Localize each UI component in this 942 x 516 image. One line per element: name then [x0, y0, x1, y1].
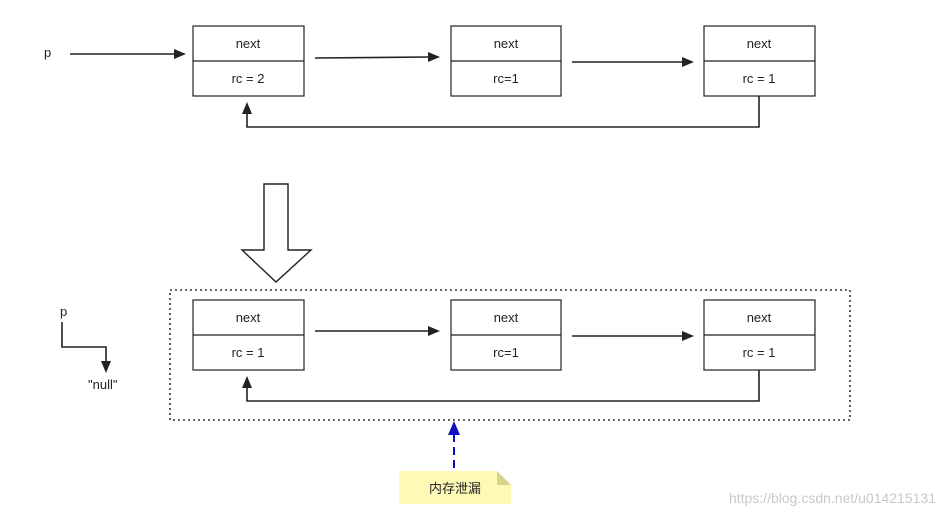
- next-arrow: [315, 326, 440, 336]
- before-node-3: next rc = 1: [703, 25, 816, 97]
- after-node-3: next rc = 1: [703, 299, 816, 371]
- node-rc-field: rc = 2: [232, 71, 265, 86]
- memory-leak-note: 内存泄漏: [399, 471, 511, 504]
- pointer-p-arrow: [70, 49, 186, 59]
- next-arrow: [572, 331, 694, 341]
- node-next-field: next: [747, 310, 772, 325]
- pointer-p-label: p: [60, 304, 67, 319]
- null-label: "null": [88, 377, 118, 392]
- memory-leak-label: 内存泄漏: [429, 481, 481, 497]
- node-next-field: next: [494, 310, 519, 325]
- pointer-p-label: p: [44, 45, 51, 60]
- after-node-2: next rc=1: [450, 299, 562, 371]
- next-arrow: [314, 52, 440, 62]
- node-next-field: next: [747, 36, 772, 51]
- node-rc-field: rc = 1: [232, 345, 265, 360]
- node-next-field: next: [236, 310, 261, 325]
- before-state: p next rc = 2 next rc=1: [44, 25, 816, 128]
- watermark-url: https://blog.csdn.net/u014215131: [729, 490, 936, 506]
- node-rc-field: rc=1: [493, 71, 519, 86]
- after-node-1: next rc = 1: [192, 299, 305, 371]
- node-rc-field: rc=1: [493, 345, 519, 360]
- node-next-field: next: [494, 36, 519, 51]
- after-state: p "null" next rc = 1 next rc=1: [60, 289, 851, 421]
- node-rc-field: rc = 1: [743, 345, 776, 360]
- transition-down-arrow-icon: [240, 183, 313, 283]
- before-node-1: next rc = 2: [192, 25, 305, 97]
- cycle-back-arrow: [242, 96, 760, 128]
- node-next-field: next: [236, 36, 261, 51]
- node-rc-field: rc = 1: [743, 71, 776, 86]
- next-arrow: [572, 57, 694, 67]
- leaked-objects-frame: [169, 289, 851, 421]
- memory-leak-pointer-arrow: [448, 421, 460, 468]
- pointer-p-to-null-arrow: [61, 322, 111, 373]
- cycle-back-arrow: [242, 370, 760, 402]
- before-node-2: next rc=1: [450, 25, 562, 97]
